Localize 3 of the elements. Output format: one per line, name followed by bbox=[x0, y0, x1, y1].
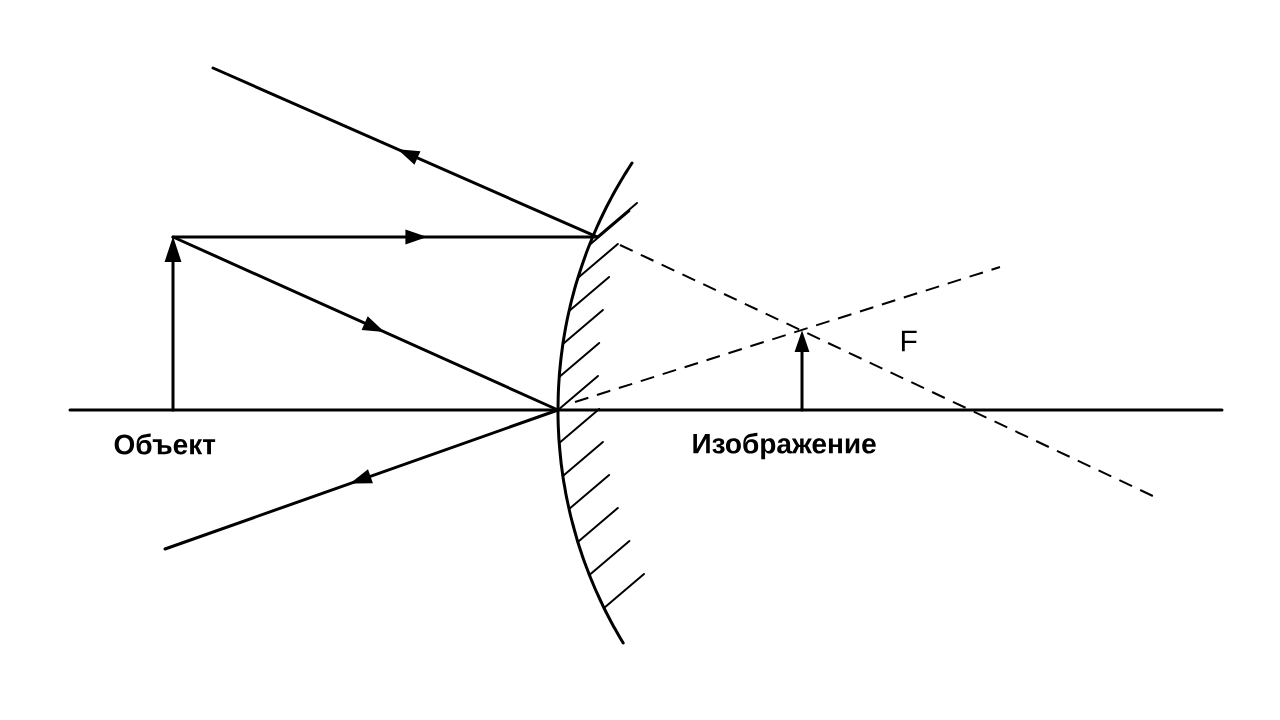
object-label: Объект bbox=[114, 433, 216, 455]
focus-label: F bbox=[901, 330, 917, 352]
image-label: Изображение bbox=[693, 432, 876, 460]
